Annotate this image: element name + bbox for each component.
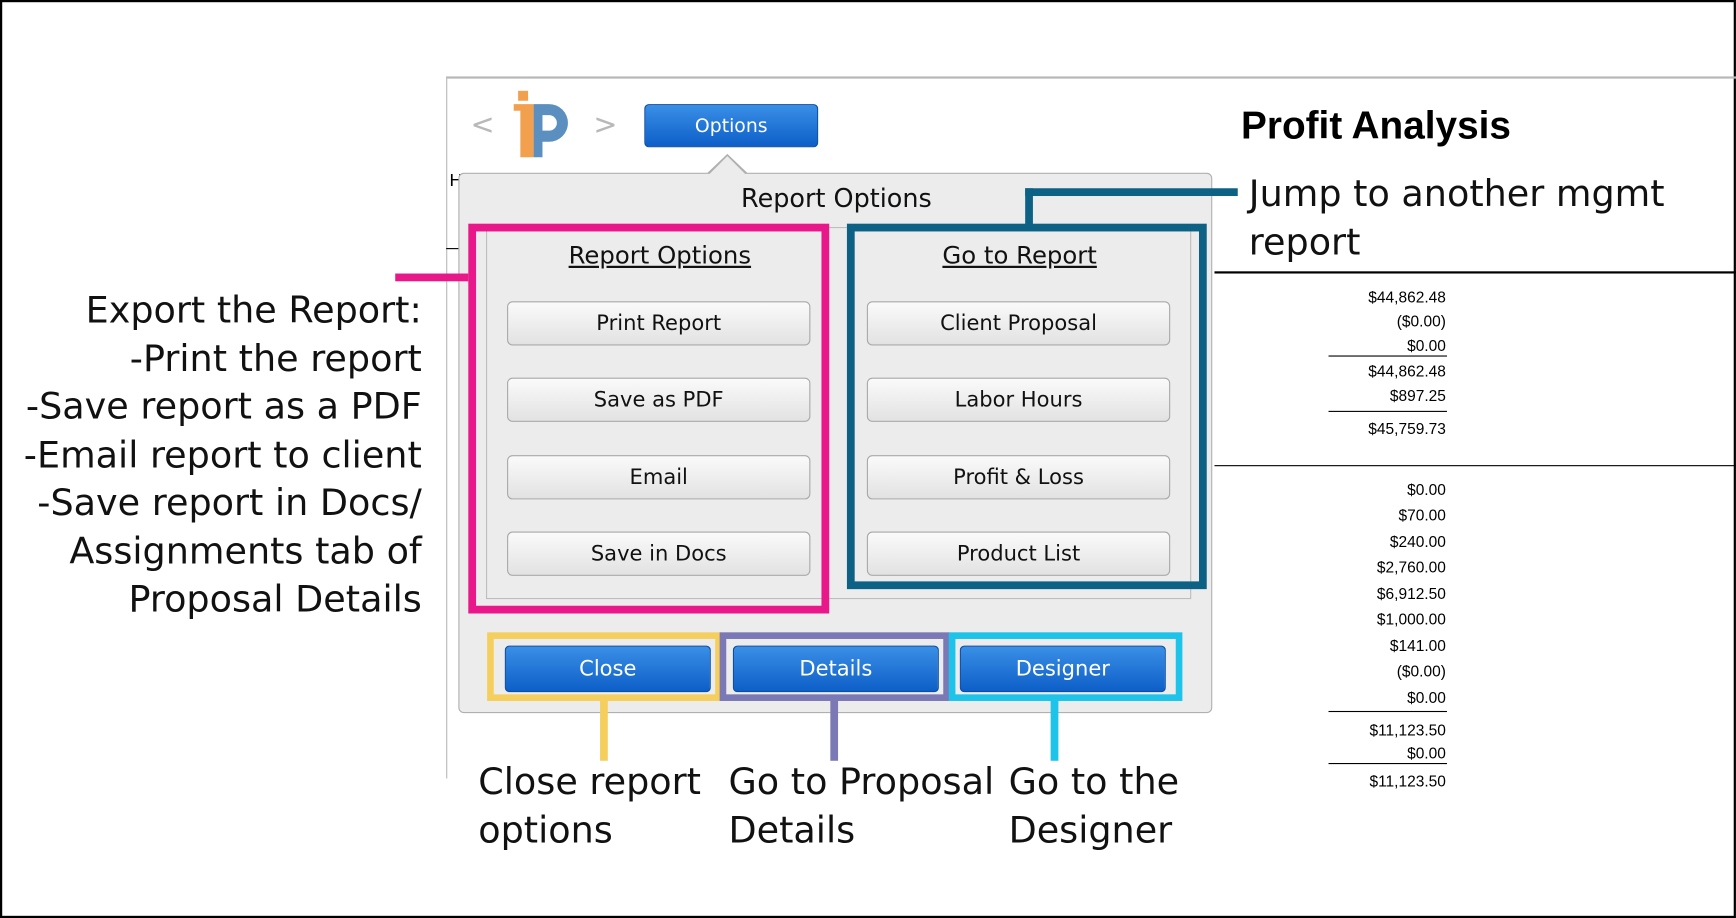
save-as-pdf-button[interactable]: Save as PDF	[507, 377, 811, 422]
save-in-docs-button[interactable]: Save in Docs	[507, 531, 811, 576]
report-amount: $44,862.48	[1368, 362, 1446, 380]
report-amount: $70.00	[1398, 506, 1446, 524]
export-highlight-box	[468, 223, 830, 614]
details-button[interactable]: Details	[732, 645, 939, 693]
annotation-line: Jump to another mgmt	[1248, 171, 1665, 215]
designer-annotation: Go to the Designer	[1009, 757, 1180, 853]
product-list-button[interactable]: Product List	[866, 531, 1171, 576]
nav-back-button[interactable]: <	[470, 108, 495, 142]
popover-title: Report Options	[741, 184, 932, 214]
annotation-line: options	[478, 807, 613, 852]
report-amount: $0.00	[1407, 744, 1446, 762]
report-amount: ($0.00)	[1396, 312, 1446, 331]
annotation-line: Proposal Details	[128, 576, 422, 621]
subtotal-rule	[1328, 710, 1447, 713]
report-amount: ($0.00)	[1396, 662, 1446, 680]
jump-connector-vertical	[1025, 188, 1033, 225]
annotation-line: -Print the report	[129, 336, 422, 380]
annotation-line: Assignments tab of	[69, 528, 422, 572]
close-button[interactable]: Close	[504, 645, 711, 693]
client-proposal-button[interactable]: Client Proposal	[866, 301, 1171, 346]
annotation-line: Export the Report:	[85, 287, 422, 332]
report-title: Profit Analysis	[1241, 104, 1511, 148]
options-button[interactable]: Options	[644, 104, 819, 148]
report-amount: $897.25	[1389, 386, 1446, 405]
labor-hours-button[interactable]: Labor Hours	[866, 377, 1171, 422]
app-logo-icon[interactable]	[509, 89, 575, 160]
print-report-button[interactable]: Print Report	[507, 301, 811, 346]
details-annotation: Go to Proposal Details	[728, 757, 994, 853]
report-options-heading: Report Options	[568, 242, 752, 271]
report-amount: $11,123.50	[1369, 720, 1446, 739]
designer-highlight-box	[948, 632, 1183, 701]
report-header-rule	[1214, 271, 1736, 274]
total-rule	[1328, 410, 1447, 412]
report-amount: $1,000.00	[1376, 610, 1446, 628]
annotation-line: -Save report in Docs/	[37, 480, 422, 524]
export-connector	[395, 273, 469, 282]
app-window	[446, 76, 1736, 779]
report-amount: $44,862.48	[1368, 287, 1446, 306]
profit-and-loss-button[interactable]: Profit & Loss	[866, 455, 1171, 500]
report-amount: $2,760.00	[1376, 558, 1446, 576]
designer-connector	[1050, 700, 1059, 761]
annotation-line: Close report	[478, 759, 702, 803]
annotation-line: Designer	[1008, 807, 1173, 852]
total-rule	[1328, 762, 1447, 765]
report-amount: $0.00	[1407, 336, 1446, 355]
header-rule-fragment	[446, 248, 460, 250]
report-amount-total: $45,759.73	[1368, 419, 1446, 438]
export-annotation: Export the Report: -Print the report -Sa…	[24, 286, 422, 623]
popover-inner-panel	[486, 227, 1192, 600]
close-annotation: Close report options	[478, 757, 701, 853]
report-amount: $240.00	[1389, 532, 1446, 551]
report-options-popover: Report Options Report Options Print Repo…	[458, 172, 1213, 714]
details-connector	[830, 700, 839, 761]
nav-forward-button[interactable]: >	[593, 108, 618, 142]
annotation-line: -Save report as a PDF	[25, 384, 422, 428]
report-amount: $0.00	[1407, 480, 1446, 499]
go-to-report-heading: Go to Report	[942, 242, 1097, 271]
annotation-line: Go to Proposal	[728, 759, 995, 803]
report-amount: $6,912.50	[1376, 584, 1446, 603]
jump-annotation: Jump to another mgmt report	[1249, 169, 1665, 265]
email-button[interactable]: Email	[507, 455, 811, 500]
jump-connector-horizontal	[1025, 188, 1238, 197]
popover-pointer-fill	[708, 156, 747, 175]
annotation-line: -Email report to client	[23, 432, 422, 476]
designer-button[interactable]: Designer	[959, 645, 1166, 693]
annotation-line: Go to the	[1008, 759, 1180, 803]
report-amount-total: $11,123.50	[1369, 771, 1446, 790]
subtotal-rule	[1328, 355, 1447, 357]
report-section-rule	[1214, 465, 1736, 467]
report-amount: $141.00	[1389, 636, 1446, 655]
report-amount: $0.00	[1407, 688, 1446, 707]
annotation-line: report	[1248, 219, 1361, 264]
details-highlight-box	[719, 632, 950, 701]
annotation-line: Details	[728, 807, 856, 852]
go-to-report-highlight-box	[846, 223, 1207, 590]
close-connector	[600, 700, 608, 761]
close-highlight-box	[487, 632, 722, 701]
